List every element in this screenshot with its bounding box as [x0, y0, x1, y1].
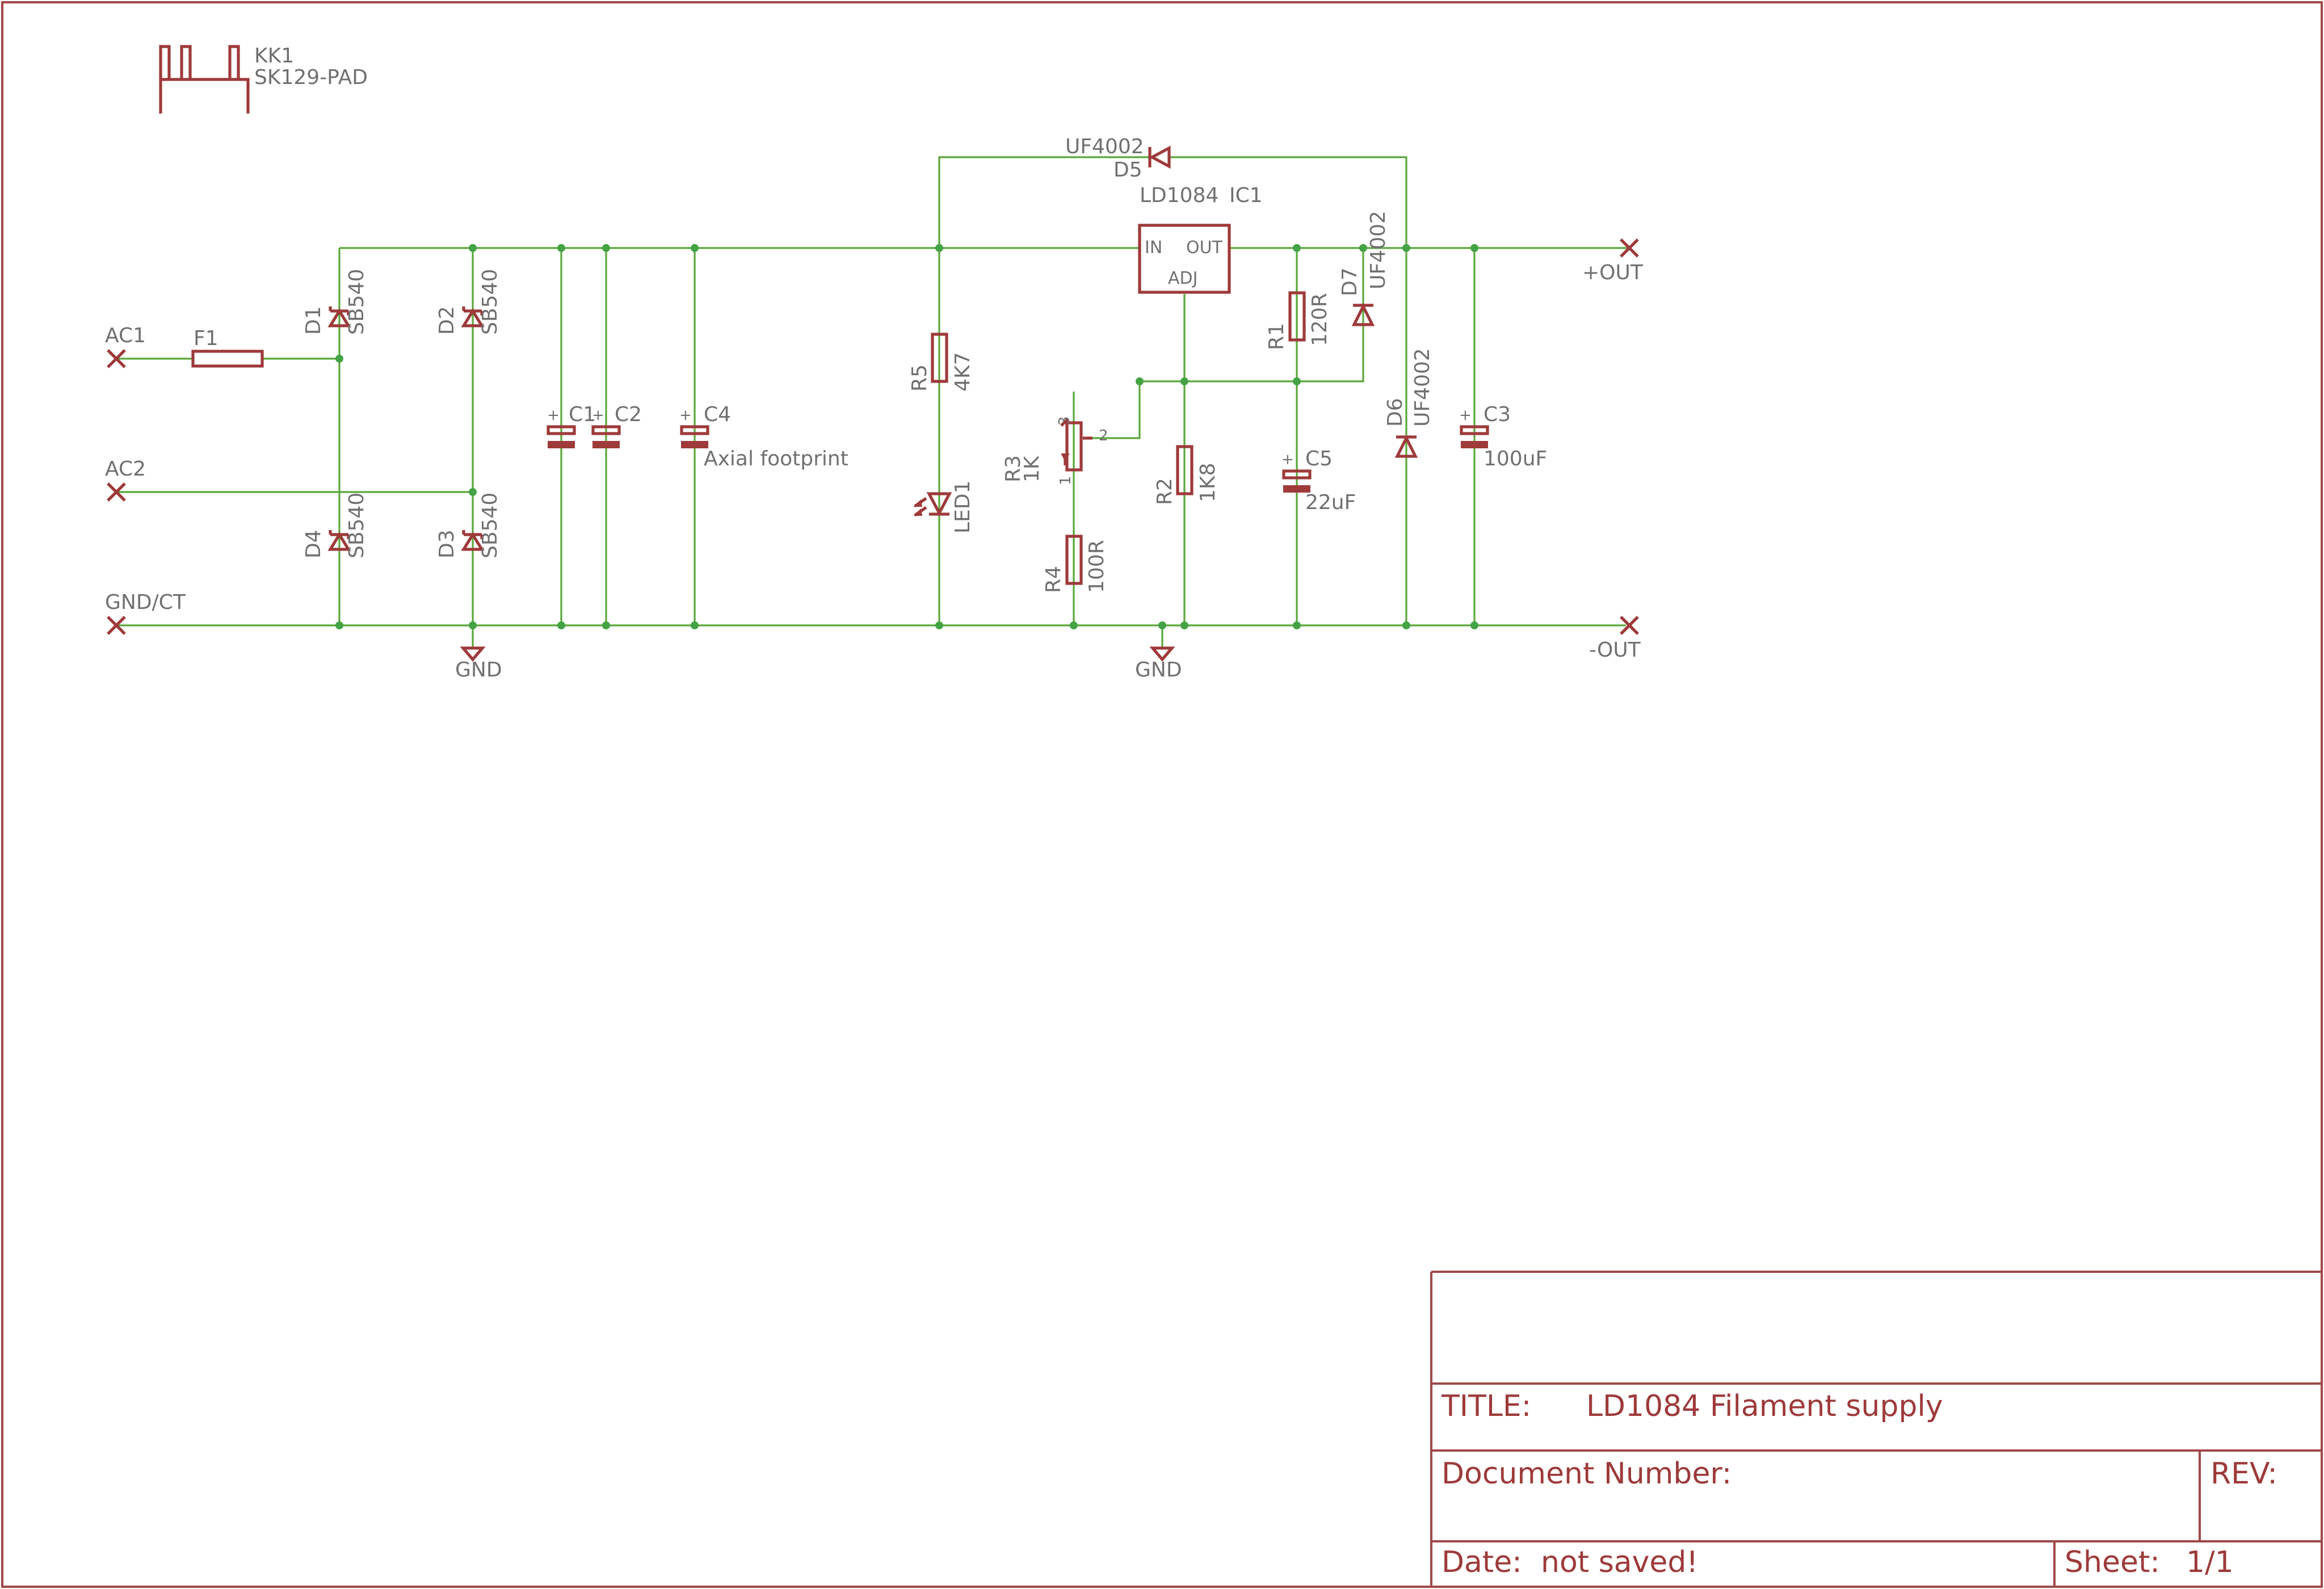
r3-pin1: 1 [1057, 476, 1074, 485]
r3-pin3: 3 [1056, 416, 1073, 426]
fuse-f1[interactable]: F1 [191, 327, 264, 368]
connector-plus-out[interactable]: +OUT [1582, 238, 1644, 284]
gnd-symbol-2: GND [1135, 646, 1182, 682]
r2-name: R2 [1153, 478, 1176, 505]
date-label: Date: [1442, 1545, 1522, 1579]
capacitor-c3[interactable]: + C3 100uF [1459, 403, 1547, 470]
connector-gnd-ct[interactable]: GND/CT [105, 591, 186, 635]
ic1-value: LD1084 [1140, 184, 1218, 207]
capacitor-c4[interactable]: + C4 Axial footprint [679, 403, 848, 470]
document-number-label: Document Number: [1442, 1457, 1732, 1491]
drawing-title: LD1084 Filament supply [1586, 1389, 1943, 1423]
r2-value: 1K8 [1196, 463, 1220, 502]
capacitor-c1[interactable]: + C1 [547, 403, 596, 448]
d5-value: UF4002 [1065, 135, 1144, 158]
title-label: TITLE: [1441, 1389, 1531, 1423]
diode-d7[interactable]: D7 UF4002 [1338, 211, 1390, 326]
d1-name: D1 [302, 306, 325, 335]
connector-minus-out[interactable]: -OUT [1589, 616, 1641, 662]
led-led1[interactable]: LED1 [913, 481, 974, 533]
d6-name: D6 [1384, 398, 1407, 427]
heatsink-kk1[interactable]: KK1 SK129-PAD [159, 44, 368, 114]
c1-label: C1 [569, 403, 596, 426]
d3-value: SB540 [478, 493, 502, 558]
connector-ac2[interactable]: AC2 [105, 457, 146, 502]
resistor-r4[interactable]: R4 100R [1042, 535, 1108, 593]
title-block: TITLE: LD1084 Filament supply Document N… [1430, 1271, 2322, 1587]
ic1-name: IC1 [1229, 184, 1263, 207]
diode-d4[interactable]: D4 SB540 [302, 493, 368, 558]
c3-name: C3 [1484, 403, 1511, 426]
net-label-ac1: AC1 [105, 324, 146, 347]
ic1-pin-adj: ADJ [1168, 268, 1197, 288]
d2-name: D2 [435, 306, 459, 335]
diode-d1[interactable]: D1 SB540 [302, 269, 368, 335]
trimmer-r3[interactable]: R3 1K 1 2 3 [1002, 416, 1108, 485]
c1-plus-mark: + [547, 407, 560, 424]
c3-value: 100uF [1484, 447, 1547, 470]
c4-value: Axial footprint [704, 447, 848, 470]
kk1-value: SK129-PAD [254, 66, 368, 89]
gnd-symbol-1: GND [455, 646, 502, 682]
c3-plus-mark: + [1459, 407, 1472, 424]
c5-plus-mark: + [1281, 451, 1294, 468]
capacitor-c2[interactable]: + C2 [591, 403, 642, 448]
r3-pin2: 2 [1099, 427, 1108, 444]
diode-d5[interactable]: UF4002 D5 [1065, 135, 1171, 182]
d7-value: UF4002 [1367, 211, 1390, 289]
gnd-label-1: GND [455, 658, 502, 682]
led1-label: LED1 [951, 481, 974, 533]
f1-label: F1 [194, 327, 218, 350]
date-value: not saved! [1541, 1545, 1698, 1579]
d5-name: D5 [1113, 158, 1142, 182]
c5-value: 22uF [1305, 491, 1356, 514]
diode-d2[interactable]: D2 SB540 [435, 269, 502, 335]
r1-name: R1 [1265, 323, 1288, 350]
d3-name: D3 [435, 529, 459, 558]
r5-value: 4K7 [951, 352, 974, 392]
c2-plus-mark: + [592, 407, 604, 424]
d7-name: D7 [1338, 267, 1361, 296]
r1-value: 120R [1308, 293, 1331, 346]
capacitor-c5[interactable]: + C5 22uF [1281, 447, 1356, 514]
d2-value: SB540 [478, 269, 502, 335]
diode-d3[interactable]: D3 SB540 [435, 493, 502, 558]
d4-value: SB540 [345, 493, 368, 558]
sheet-label: Sheet: [2065, 1545, 2160, 1579]
ic1-pin-out: OUT [1186, 238, 1223, 258]
net-label-gnd-ct: GND/CT [105, 591, 186, 614]
d4-name: D4 [302, 529, 325, 558]
resistor-r2[interactable]: R2 1K8 [1153, 445, 1220, 505]
regulator-ic1[interactable]: LD1084 IC1 IN OUT ADJ [1138, 184, 1263, 294]
gnd-label-2: GND [1135, 658, 1182, 682]
r4-value: 100R [1085, 540, 1108, 593]
junctions [335, 244, 1478, 629]
ic1-pin-in: IN [1145, 238, 1162, 258]
c4-name: C4 [704, 403, 731, 426]
c4-plus-mark: + [679, 407, 692, 424]
resistor-r5[interactable]: R5 4K7 [908, 333, 974, 392]
c5-name: C5 [1305, 447, 1333, 470]
kk1-name: KK1 [254, 44, 294, 68]
net-label-minus-out: -OUT [1589, 638, 1641, 662]
connector-ac1[interactable]: AC1 [105, 324, 146, 368]
diode-d6[interactable]: D6 UF4002 [1384, 348, 1434, 458]
net-label-ac2: AC2 [105, 457, 146, 481]
revision-label: REV: [2210, 1457, 2277, 1491]
d6-value: UF4002 [1411, 348, 1434, 427]
r3-value: 1K [1020, 455, 1044, 482]
c2-label: C2 [615, 403, 642, 426]
r4-name: R4 [1042, 566, 1065, 593]
sheet-value: 1/1 [2186, 1545, 2234, 1579]
d1-value: SB540 [345, 269, 368, 335]
resistor-r1[interactable]: R1 120R [1265, 291, 1331, 350]
r3-name: R3 [1002, 455, 1025, 482]
r5-name: R5 [908, 364, 931, 392]
net-label-plus-out: +OUT [1582, 261, 1644, 284]
